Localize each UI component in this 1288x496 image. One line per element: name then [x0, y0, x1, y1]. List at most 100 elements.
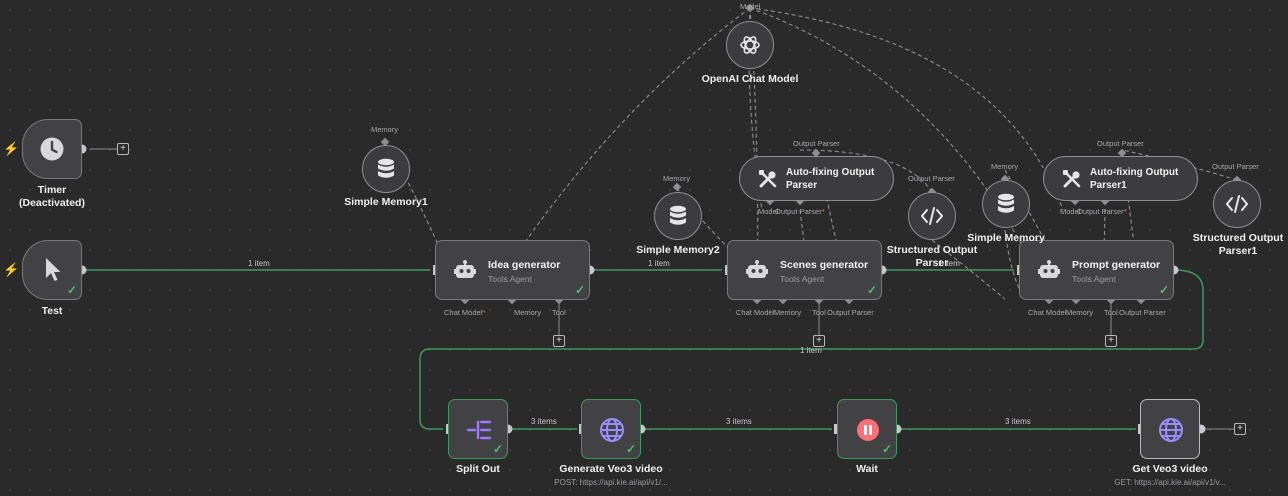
edge-label-split-veo3: 3 items — [531, 417, 557, 426]
sub-plus-links — [90, 148, 1234, 430]
prompt-port-tool: Tool — [1104, 308, 1118, 317]
simple-memory-node[interactable] — [982, 180, 1030, 228]
split-out-node[interactable]: ✓ — [448, 399, 508, 459]
success-check-icon: ✓ — [66, 283, 77, 297]
autofix2-top-port-label: Output Parser — [1097, 139, 1144, 148]
struct2-port-label: Output Parser — [1212, 162, 1259, 171]
simple-memory1-node[interactable] — [362, 145, 410, 193]
robot-icon — [1038, 260, 1060, 278]
autofix2-title: Auto-fixing Output Parser1 — [1090, 167, 1179, 191]
struct1-port-label: Output Parser — [908, 174, 955, 183]
prompt-port-memory: Memory — [1066, 308, 1094, 317]
structured-output-parser1-label: Structured Output Parser1 — [1192, 232, 1284, 257]
success-check-icon: ✓ — [492, 442, 503, 456]
timer-title: Timer — [37, 184, 67, 196]
timer-label: Timer (Deactivated) — [2, 184, 102, 210]
autofix1-top-port-label: Output Parser — [793, 139, 840, 148]
get-veo3-video-node[interactable] — [1140, 399, 1200, 459]
structured-output-parser1-node[interactable] — [1213, 180, 1261, 228]
database-icon — [998, 193, 1014, 213]
auto-fixing-output-parser-node[interactable]: Auto-fixing Output Parser — [739, 156, 894, 201]
success-check-icon: ✓ — [881, 442, 892, 456]
generate-veo3-video-label: Generate Veo3 video — [559, 463, 663, 475]
scenes-port-output-parser: Output Parser — [827, 308, 874, 317]
test-label: Test — [41, 305, 63, 317]
edge-label-prompt-split: 1 item — [800, 346, 822, 355]
edge-label-wait-getveo: 3 items — [1005, 417, 1031, 426]
success-check-icon: ✓ — [1158, 283, 1169, 297]
scenes-port-memory: Memory — [774, 308, 802, 317]
robot-icon — [454, 260, 476, 278]
main-connections — [82, 269, 1204, 430]
get-veo3-video-label: Get Veo3 video — [1132, 463, 1208, 475]
test-node[interactable]: ✓ — [22, 240, 82, 300]
idea-port-memory: Memory — [514, 308, 542, 317]
openai-port-label: Model — [740, 2, 761, 11]
structured-output-parser-label: Structured Output Parser — [886, 244, 978, 269]
prompt-generator-title: Prompt generator — [1072, 259, 1161, 271]
scenes-generator-title: Scenes generator — [780, 259, 869, 271]
idea-add-tool-button[interactable]: + — [553, 335, 565, 347]
globe-icon — [600, 418, 624, 442]
structured-output-parser-node[interactable] — [908, 192, 956, 240]
edge-label-scenes-prompt: 1 item — [938, 259, 960, 268]
robot-icon — [746, 260, 768, 278]
autofix1-title: Auto-fixing Output Parser — [786, 167, 875, 191]
cursor-icon — [46, 258, 61, 281]
simple-memory2-label: Simple Memory2 — [636, 244, 720, 256]
split-icon — [466, 420, 492, 440]
openai-chat-model-label: OpenAI Chat Model — [701, 73, 799, 85]
timer-status: (Deactivated) — [19, 197, 85, 209]
scenes-port-chat-model: Chat Model — [736, 308, 775, 317]
simple-memory-label: Simple Memory — [967, 232, 1045, 244]
scenes-add-tool-button[interactable]: + — [813, 335, 825, 347]
autofix1-port-output: Output Parser* — [775, 207, 825, 216]
prompt-add-tool-button[interactable]: + — [1105, 335, 1117, 347]
scenes-port-tool: Tool — [812, 308, 826, 317]
pause-icon — [857, 419, 879, 441]
simple-memory2-node[interactable] — [654, 192, 702, 240]
openai-chat-model-node[interactable] — [726, 21, 774, 69]
autofix1-port-model: Model — [758, 207, 779, 216]
timer-node[interactable] — [22, 119, 82, 179]
wait-label: Wait — [856, 463, 878, 475]
idea-port-chat-model: Chat Model* — [444, 308, 486, 317]
success-check-icon: ✓ — [574, 283, 585, 297]
prompt-generator-node[interactable]: Prompt generator Tools Agent ✓ — [1019, 240, 1174, 300]
generate-veo3-video-node[interactable]: ✓ — [581, 399, 641, 459]
trigger-bolt-icon: ⚡ — [3, 262, 20, 277]
database-icon — [378, 158, 394, 178]
memory2-port-label: Memory — [663, 174, 691, 183]
prompt-port-chat-model: Chat Model — [1028, 308, 1067, 317]
code-icon — [1226, 195, 1248, 213]
database-icon — [670, 205, 686, 225]
autofix2-port-model: Model — [1060, 207, 1081, 216]
code-icon — [921, 207, 943, 225]
generate-veo3-video-subtitle: POST: https://api.kie.ai/api/v1/... — [554, 478, 668, 487]
openai-icon — [740, 36, 760, 54]
autofix2-port-output: Output Parser* — [1077, 207, 1127, 216]
trigger-bolt-icon: ⚡ — [3, 141, 20, 156]
edge-label-idea-scenes: 1 item — [648, 259, 670, 268]
edge-label-test-idea: 1 item — [248, 259, 270, 268]
clock-icon — [40, 137, 64, 161]
prompt-generator-subtitle: Tools Agent — [1072, 274, 1116, 284]
edge-label-veo3-wait: 3 items — [726, 417, 752, 426]
get-veo3-video-subtitle: GET: https://api.kie.ai/api/v1/v... — [1114, 478, 1226, 487]
wait-node[interactable]: ✓ — [837, 399, 897, 459]
scenes-generator-subtitle: Tools Agent — [780, 274, 824, 284]
split-out-label: Split Out — [456, 463, 500, 475]
idea-generator-subtitle: Tools Agent — [488, 274, 532, 284]
idea-generator-title: Idea generator — [488, 259, 561, 271]
getveo-add-button[interactable]: + — [1234, 423, 1246, 435]
auto-fixing-output-parser1-node[interactable]: Auto-fixing Output Parser1 — [1043, 156, 1198, 201]
success-check-icon: ✓ — [866, 283, 877, 297]
idea-generator-node[interactable]: Idea generator Tools Agent ✓ — [435, 240, 590, 300]
tools-icon — [759, 170, 777, 188]
timer-add-button[interactable]: + — [117, 143, 129, 155]
scenes-generator-node[interactable]: Scenes generator Tools Agent ✓ — [727, 240, 882, 300]
success-check-icon: ✓ — [625, 442, 636, 456]
memory3-port-label: Memory — [991, 162, 1019, 171]
prompt-port-output-parser: Output Parser — [1119, 308, 1166, 317]
